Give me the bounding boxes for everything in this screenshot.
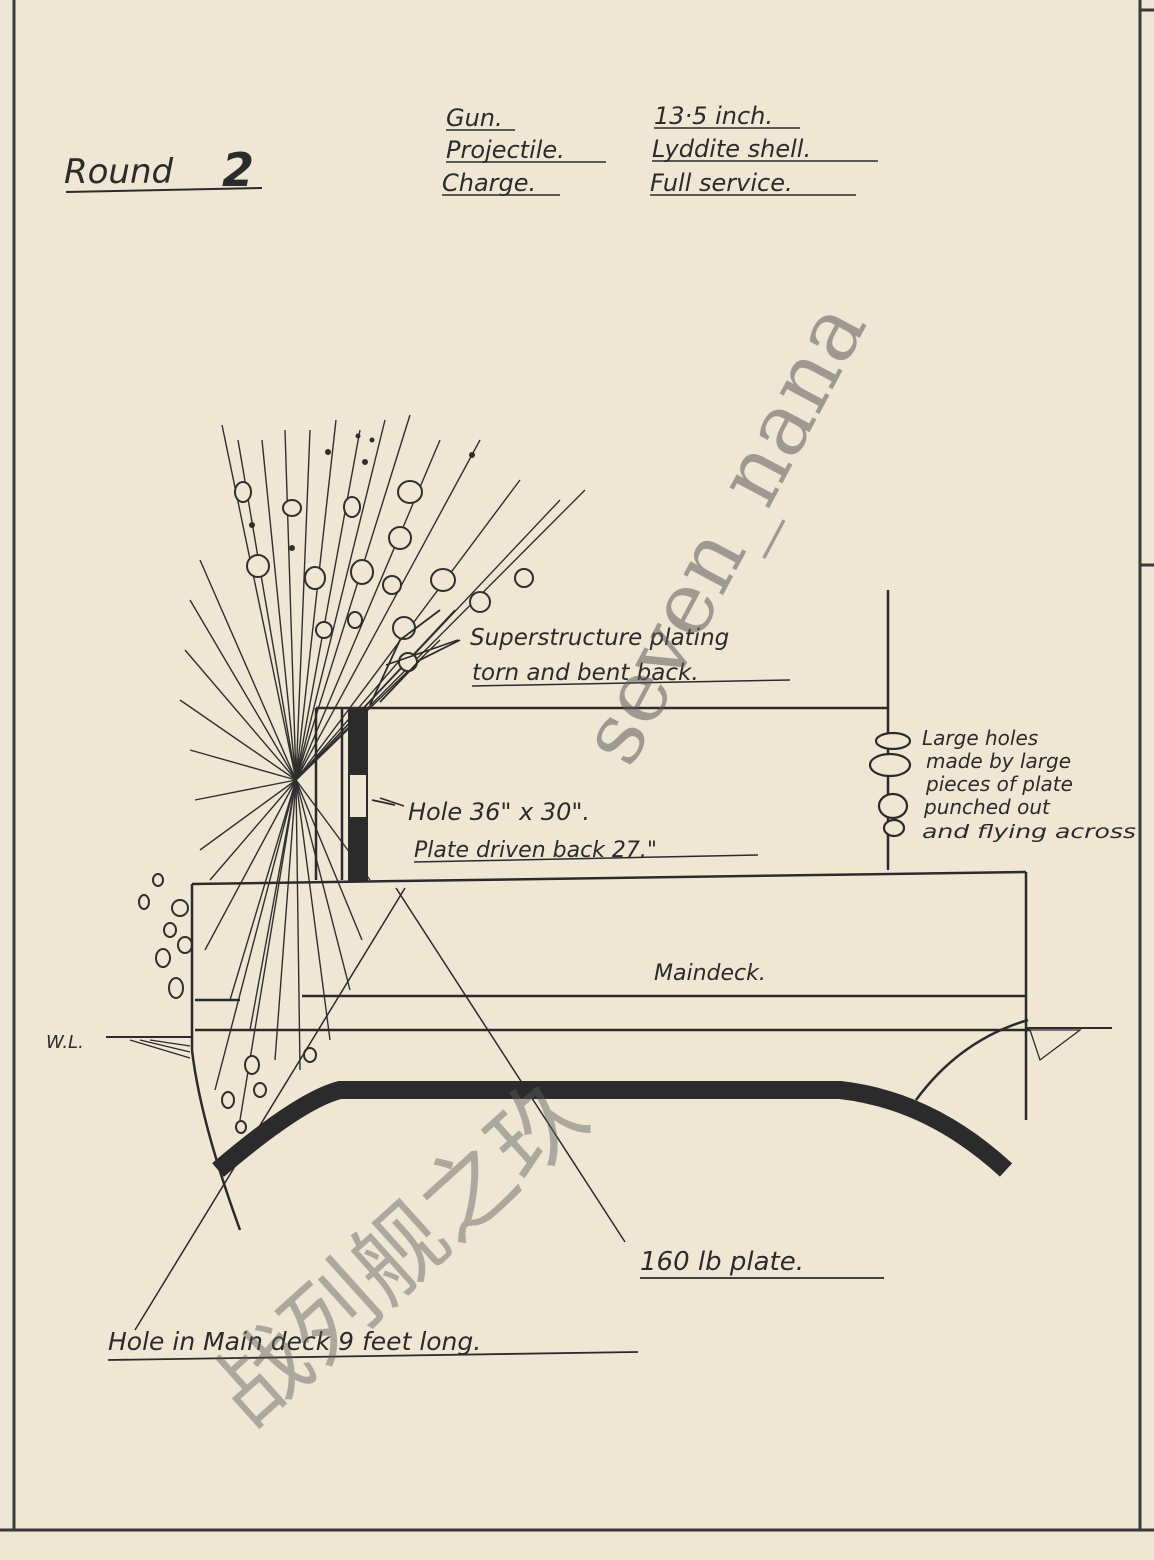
label-superstructure-1: Superstructure plating xyxy=(470,625,729,651)
bent-plating-lines xyxy=(369,609,461,806)
debris-specks xyxy=(249,433,475,551)
watermark-latin: seven_nana xyxy=(560,286,886,780)
label-large-holes-5: and flying across xyxy=(922,821,1136,843)
superstructure xyxy=(314,590,890,880)
spec-underlines xyxy=(442,127,878,196)
gun-value: 13·5 inch. xyxy=(654,102,773,130)
watermark-cjk: 战列舰之玖 xyxy=(193,1059,606,1446)
round-label: Round xyxy=(64,152,174,192)
ship-hull xyxy=(190,870,1030,1231)
waterline xyxy=(106,1027,1112,1062)
plate-hole xyxy=(350,775,366,817)
large-hole-fragments xyxy=(868,731,912,838)
label-large-holes-3: pieces of plate xyxy=(925,772,1073,796)
gun-label: Gun. xyxy=(446,104,503,132)
label-hole-main-deck: Hole in Main deck 9 feet long. xyxy=(108,1327,481,1356)
label-large-holes-1: Large holes xyxy=(922,726,1038,750)
round-underline xyxy=(65,187,263,193)
armoured-deck xyxy=(212,1081,1013,1177)
label-maindeck: Maindeck. xyxy=(654,961,766,986)
label-hole: Hole 36" x 30". xyxy=(408,798,590,826)
label-large-holes-4: punched out xyxy=(923,795,1051,819)
label-superstructure-underline xyxy=(471,679,791,687)
leader-lines xyxy=(134,639,626,1331)
charge-label: Charge. xyxy=(442,169,536,197)
charge-value: Full service. xyxy=(650,169,793,197)
label-plate: 160 lb plate. xyxy=(640,1247,804,1277)
projectile-value: Lyddite shell. xyxy=(652,135,811,163)
debris-fragments xyxy=(138,480,534,1134)
label-superstructure-2: torn and bent back. xyxy=(472,660,699,686)
label-large-holes-2: made by large xyxy=(926,749,1071,773)
label-hole-main-deck-underline xyxy=(107,1351,639,1361)
projectile-label: Projectile. xyxy=(446,136,565,164)
label-plate-driven-underline xyxy=(413,854,759,863)
label-waterline: W.L. xyxy=(46,1032,84,1053)
explosion-burst xyxy=(179,414,586,1121)
